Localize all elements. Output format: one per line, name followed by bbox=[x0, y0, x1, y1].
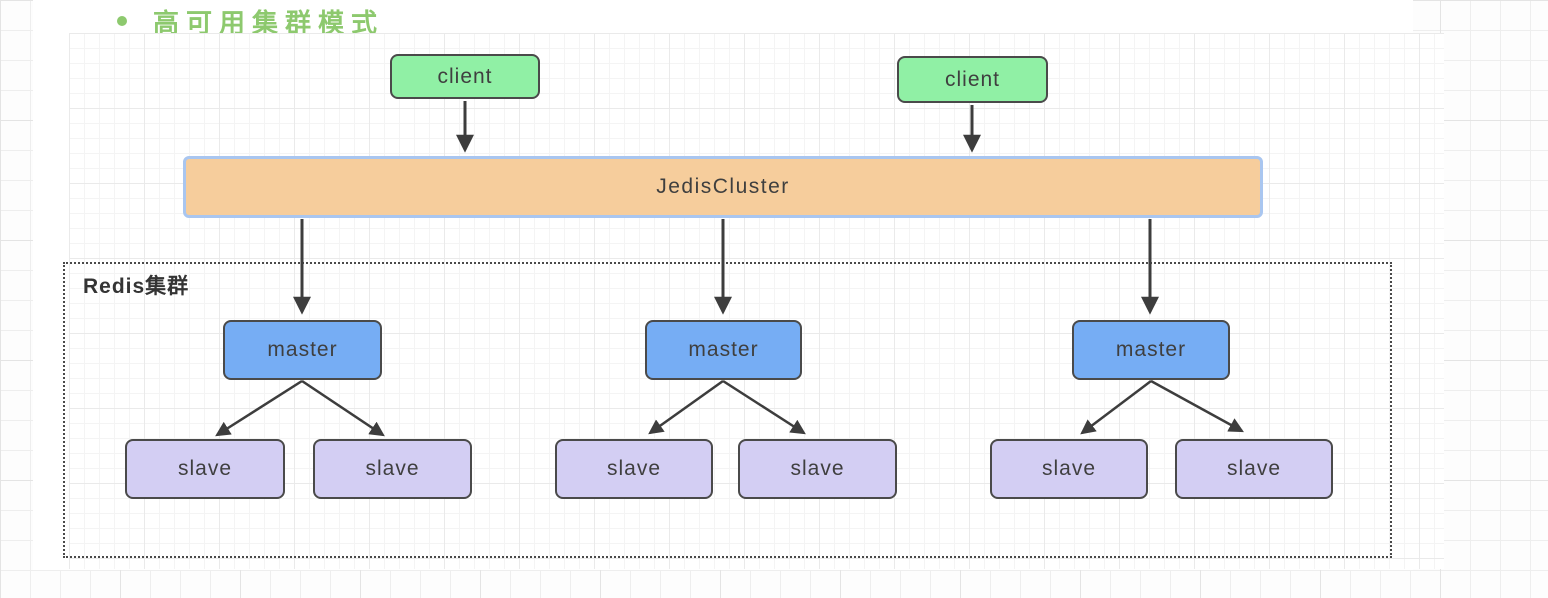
master-node: master bbox=[645, 320, 802, 380]
jediscluster-node: JedisCluster bbox=[183, 156, 1263, 218]
master-node: master bbox=[223, 320, 382, 380]
master-node: master bbox=[1072, 320, 1230, 380]
client-node: client bbox=[390, 54, 540, 99]
redis-cluster-group: Redis集群 bbox=[63, 262, 1392, 558]
page-title: 高可用集群模式 bbox=[153, 7, 385, 38]
slave-node: slave bbox=[1175, 439, 1333, 499]
slave-node: slave bbox=[125, 439, 285, 499]
slave-node: slave bbox=[738, 439, 897, 499]
redis-cluster-group-label: Redis集群 bbox=[83, 275, 190, 298]
slave-node: slave bbox=[555, 439, 713, 499]
bullet-icon bbox=[117, 16, 127, 26]
slave-node: slave bbox=[990, 439, 1148, 499]
slave-node: slave bbox=[313, 439, 472, 499]
client-node: client bbox=[897, 56, 1048, 103]
section-title: 高可用集群模式 bbox=[117, 6, 384, 38]
